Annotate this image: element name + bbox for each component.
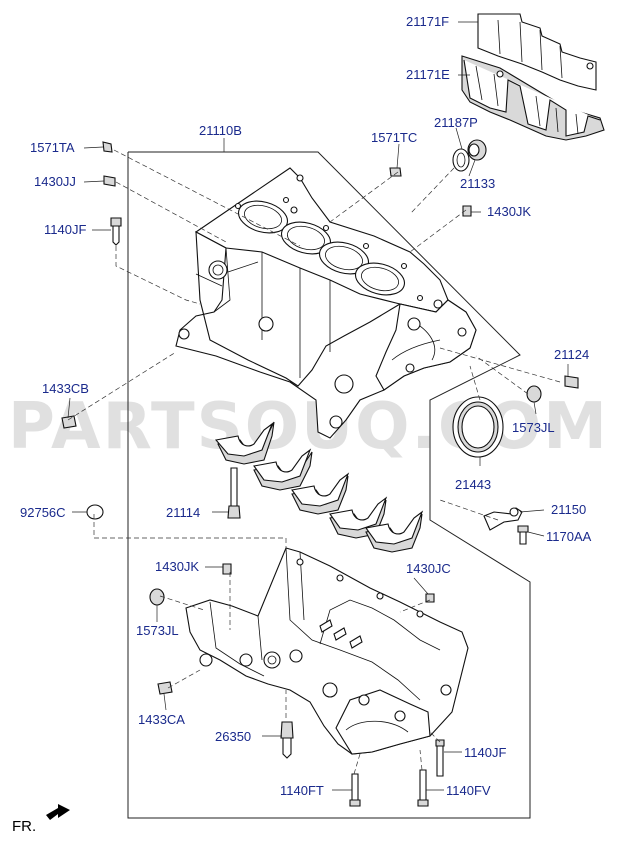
plug-1433CB xyxy=(61,415,77,429)
leader-lines xyxy=(67,21,569,791)
callout-21133: 21133 xyxy=(460,176,495,191)
callout-1430JC: 1430JC xyxy=(406,561,451,576)
front-orientation-label: FR. xyxy=(12,818,36,835)
callout-21443: 21443 xyxy=(455,477,491,492)
callout-21171F: 21171F xyxy=(406,14,449,29)
bolt-1140FV xyxy=(417,769,429,807)
plug-1571TC xyxy=(389,167,402,177)
callout-92756C: 92756C xyxy=(20,505,66,520)
bolt-1170AA xyxy=(517,525,529,545)
callout-1430JJ: 1430JJ xyxy=(34,174,76,189)
cylinder-block-21110B xyxy=(175,167,477,439)
dowel-1430JK-pan xyxy=(222,563,232,575)
callout-21114: 21114 xyxy=(166,505,200,520)
dowel-1430JJ xyxy=(103,175,116,187)
seal-21443 xyxy=(452,396,504,458)
callout-21171E: 21171E xyxy=(406,67,450,82)
callout-1430JK-top: 1430JK xyxy=(487,204,531,219)
baffle-21171F xyxy=(477,13,597,91)
callout-26350: 26350 xyxy=(215,729,251,744)
callout-1140JF-left: 1140JF xyxy=(44,222,86,237)
bearing-caps-21114 xyxy=(214,421,424,553)
callout-1433CA: 1433CA xyxy=(138,712,185,727)
plug-1573JL-left xyxy=(149,588,165,606)
callout-1573JL-right: 1573JL xyxy=(512,420,555,435)
oil-pressure-switch-26350 xyxy=(280,721,294,759)
plug-1571TA xyxy=(102,141,113,153)
seal-21187P xyxy=(452,148,470,172)
callout-1430JK-pan: 1430JK xyxy=(155,559,199,574)
callout-1571TC: 1571TC xyxy=(371,130,417,145)
bolt-1140JF-pan xyxy=(435,739,445,777)
callout-1140FV: 1140FV xyxy=(446,783,491,798)
plug-1433CA xyxy=(157,681,173,695)
sensor-21124 xyxy=(564,375,579,389)
callout-21150: 21150 xyxy=(551,502,586,517)
front-arrow-icon xyxy=(46,804,70,820)
callout-1140JF-pan: 1140JF xyxy=(464,745,506,760)
callout-1170AA: 1170AA xyxy=(546,529,592,544)
callout-1140FT: 1140FT xyxy=(280,783,324,798)
bolt-1140FT xyxy=(349,773,361,807)
cap-21133 xyxy=(467,139,487,161)
callout-21124: 21124 xyxy=(554,347,589,362)
callout-21110B: 21110B xyxy=(199,123,242,138)
seal-92756C xyxy=(86,504,104,520)
callout-1433CB: 1433CB xyxy=(42,381,89,396)
plug-1573JL-right xyxy=(526,385,542,403)
block-group-frame xyxy=(127,151,531,819)
bolt-1140JF-left xyxy=(110,217,122,246)
callout-21187P: 21187P xyxy=(434,115,478,130)
oil-pan-ladder-frame xyxy=(185,547,469,755)
ref-lines xyxy=(67,149,561,775)
dowel-1430JC xyxy=(425,593,435,603)
bolt-21114 xyxy=(227,467,241,519)
oil-jet-21150 xyxy=(483,507,523,531)
callout-1571TA: 1571TA xyxy=(30,140,75,155)
baffle-21171E xyxy=(461,55,605,141)
callout-1573JL-left: 1573JL xyxy=(136,623,179,638)
